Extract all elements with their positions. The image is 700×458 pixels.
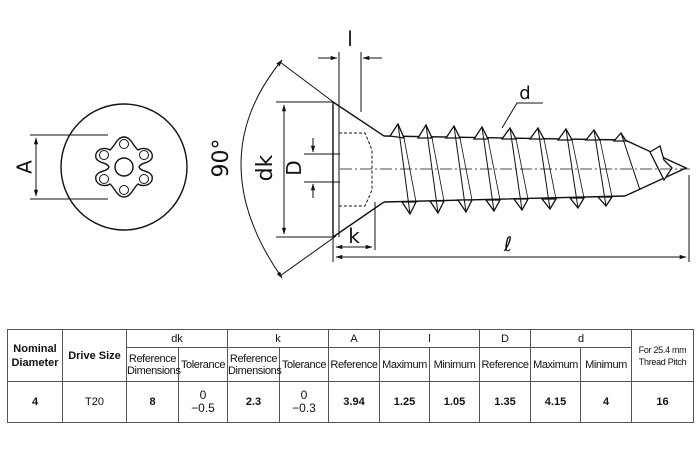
header-drive-size: Drive Size bbox=[62, 329, 127, 382]
subheader-D-reference: Reference bbox=[479, 347, 532, 382]
subheader-k-tolerance: Tolerance bbox=[279, 347, 329, 382]
dimension-length bbox=[332, 175, 690, 262]
cell-k-reference: 2.3 bbox=[227, 381, 280, 423]
spec-table: Nominal Diameter Drive Size dk k A l D d… bbox=[7, 329, 695, 423]
label-l-small: l bbox=[347, 27, 353, 51]
label-dk: dk bbox=[253, 154, 278, 181]
subheader-k-reference: Reference Dimensions bbox=[227, 347, 282, 382]
cell-A-reference: 3.94 bbox=[328, 381, 380, 423]
screw-technical-drawing: A 90° dk bbox=[13, 27, 690, 279]
header-thread-pitch: For 25.4 mm Thread Pitch bbox=[631, 329, 695, 382]
header-k: k bbox=[227, 329, 329, 348]
label-D: D bbox=[282, 160, 306, 175]
table-row: 4 T20 8 0 −0.5 2.3 0 −0.3 3.94 1.25 1.05… bbox=[7, 381, 695, 423]
dimension-A bbox=[30, 134, 108, 200]
cell-drive-size: T20 bbox=[62, 381, 127, 423]
label-90-degrees: 90° bbox=[209, 139, 234, 178]
label-d: d bbox=[519, 83, 530, 104]
angle-90-dimension bbox=[240, 59, 337, 279]
subheader-d-maximum: Maximum bbox=[530, 347, 582, 382]
k-tolerance-upper: 0 bbox=[300, 388, 308, 402]
dk-tolerance-lower: −0.5 bbox=[191, 401, 215, 415]
subheader-dk-tolerance: Tolerance bbox=[178, 347, 228, 382]
header-dk: dk bbox=[126, 329, 228, 348]
dk-tolerance-upper: 0 bbox=[199, 388, 207, 402]
dimension-dk bbox=[276, 101, 333, 238]
dimension-k bbox=[335, 202, 376, 250]
dimension-l bbox=[318, 52, 382, 112]
leader-d bbox=[501, 102, 543, 129]
cell-k-tolerance: 0 −0.3 bbox=[279, 381, 329, 423]
cell-d-minimum: 4 bbox=[580, 381, 633, 423]
head-end-view bbox=[60, 103, 188, 231]
cell-nominal-diameter: 4 bbox=[7, 381, 63, 423]
header-l: l bbox=[378, 329, 481, 348]
subheader-l-maximum: Maximum bbox=[379, 347, 430, 382]
cell-dk-reference: 8 bbox=[126, 381, 179, 423]
cell-d-maximum: 4.15 bbox=[530, 381, 582, 423]
k-tolerance-lower: −0.3 bbox=[292, 401, 316, 415]
label-k: k bbox=[348, 224, 360, 248]
subheader-A-reference: Reference bbox=[328, 347, 380, 382]
header-A: A bbox=[328, 329, 380, 348]
cell-thread-pitch: 16 bbox=[631, 381, 695, 423]
cell-l-maximum: 1.25 bbox=[379, 381, 430, 423]
header-d: d bbox=[530, 329, 633, 348]
subheader-l-minimum: Minimum bbox=[428, 347, 481, 382]
dimension-D bbox=[304, 138, 340, 198]
cell-dk-tolerance: 0 −0.5 bbox=[178, 381, 228, 423]
six-lobe-recess-icon bbox=[95, 136, 153, 198]
header-nominal-diameter: Nominal Diameter bbox=[7, 329, 63, 382]
subheader-d-minimum: Minimum bbox=[580, 347, 633, 382]
cell-D-reference: 1.35 bbox=[479, 381, 532, 423]
header-D: D bbox=[479, 329, 532, 348]
label-A: A bbox=[13, 160, 37, 174]
cell-l-minimum: 1.05 bbox=[428, 381, 481, 423]
label-length: ℓ bbox=[503, 232, 512, 256]
subheader-dk-reference: Reference Dimensions bbox=[126, 347, 181, 382]
